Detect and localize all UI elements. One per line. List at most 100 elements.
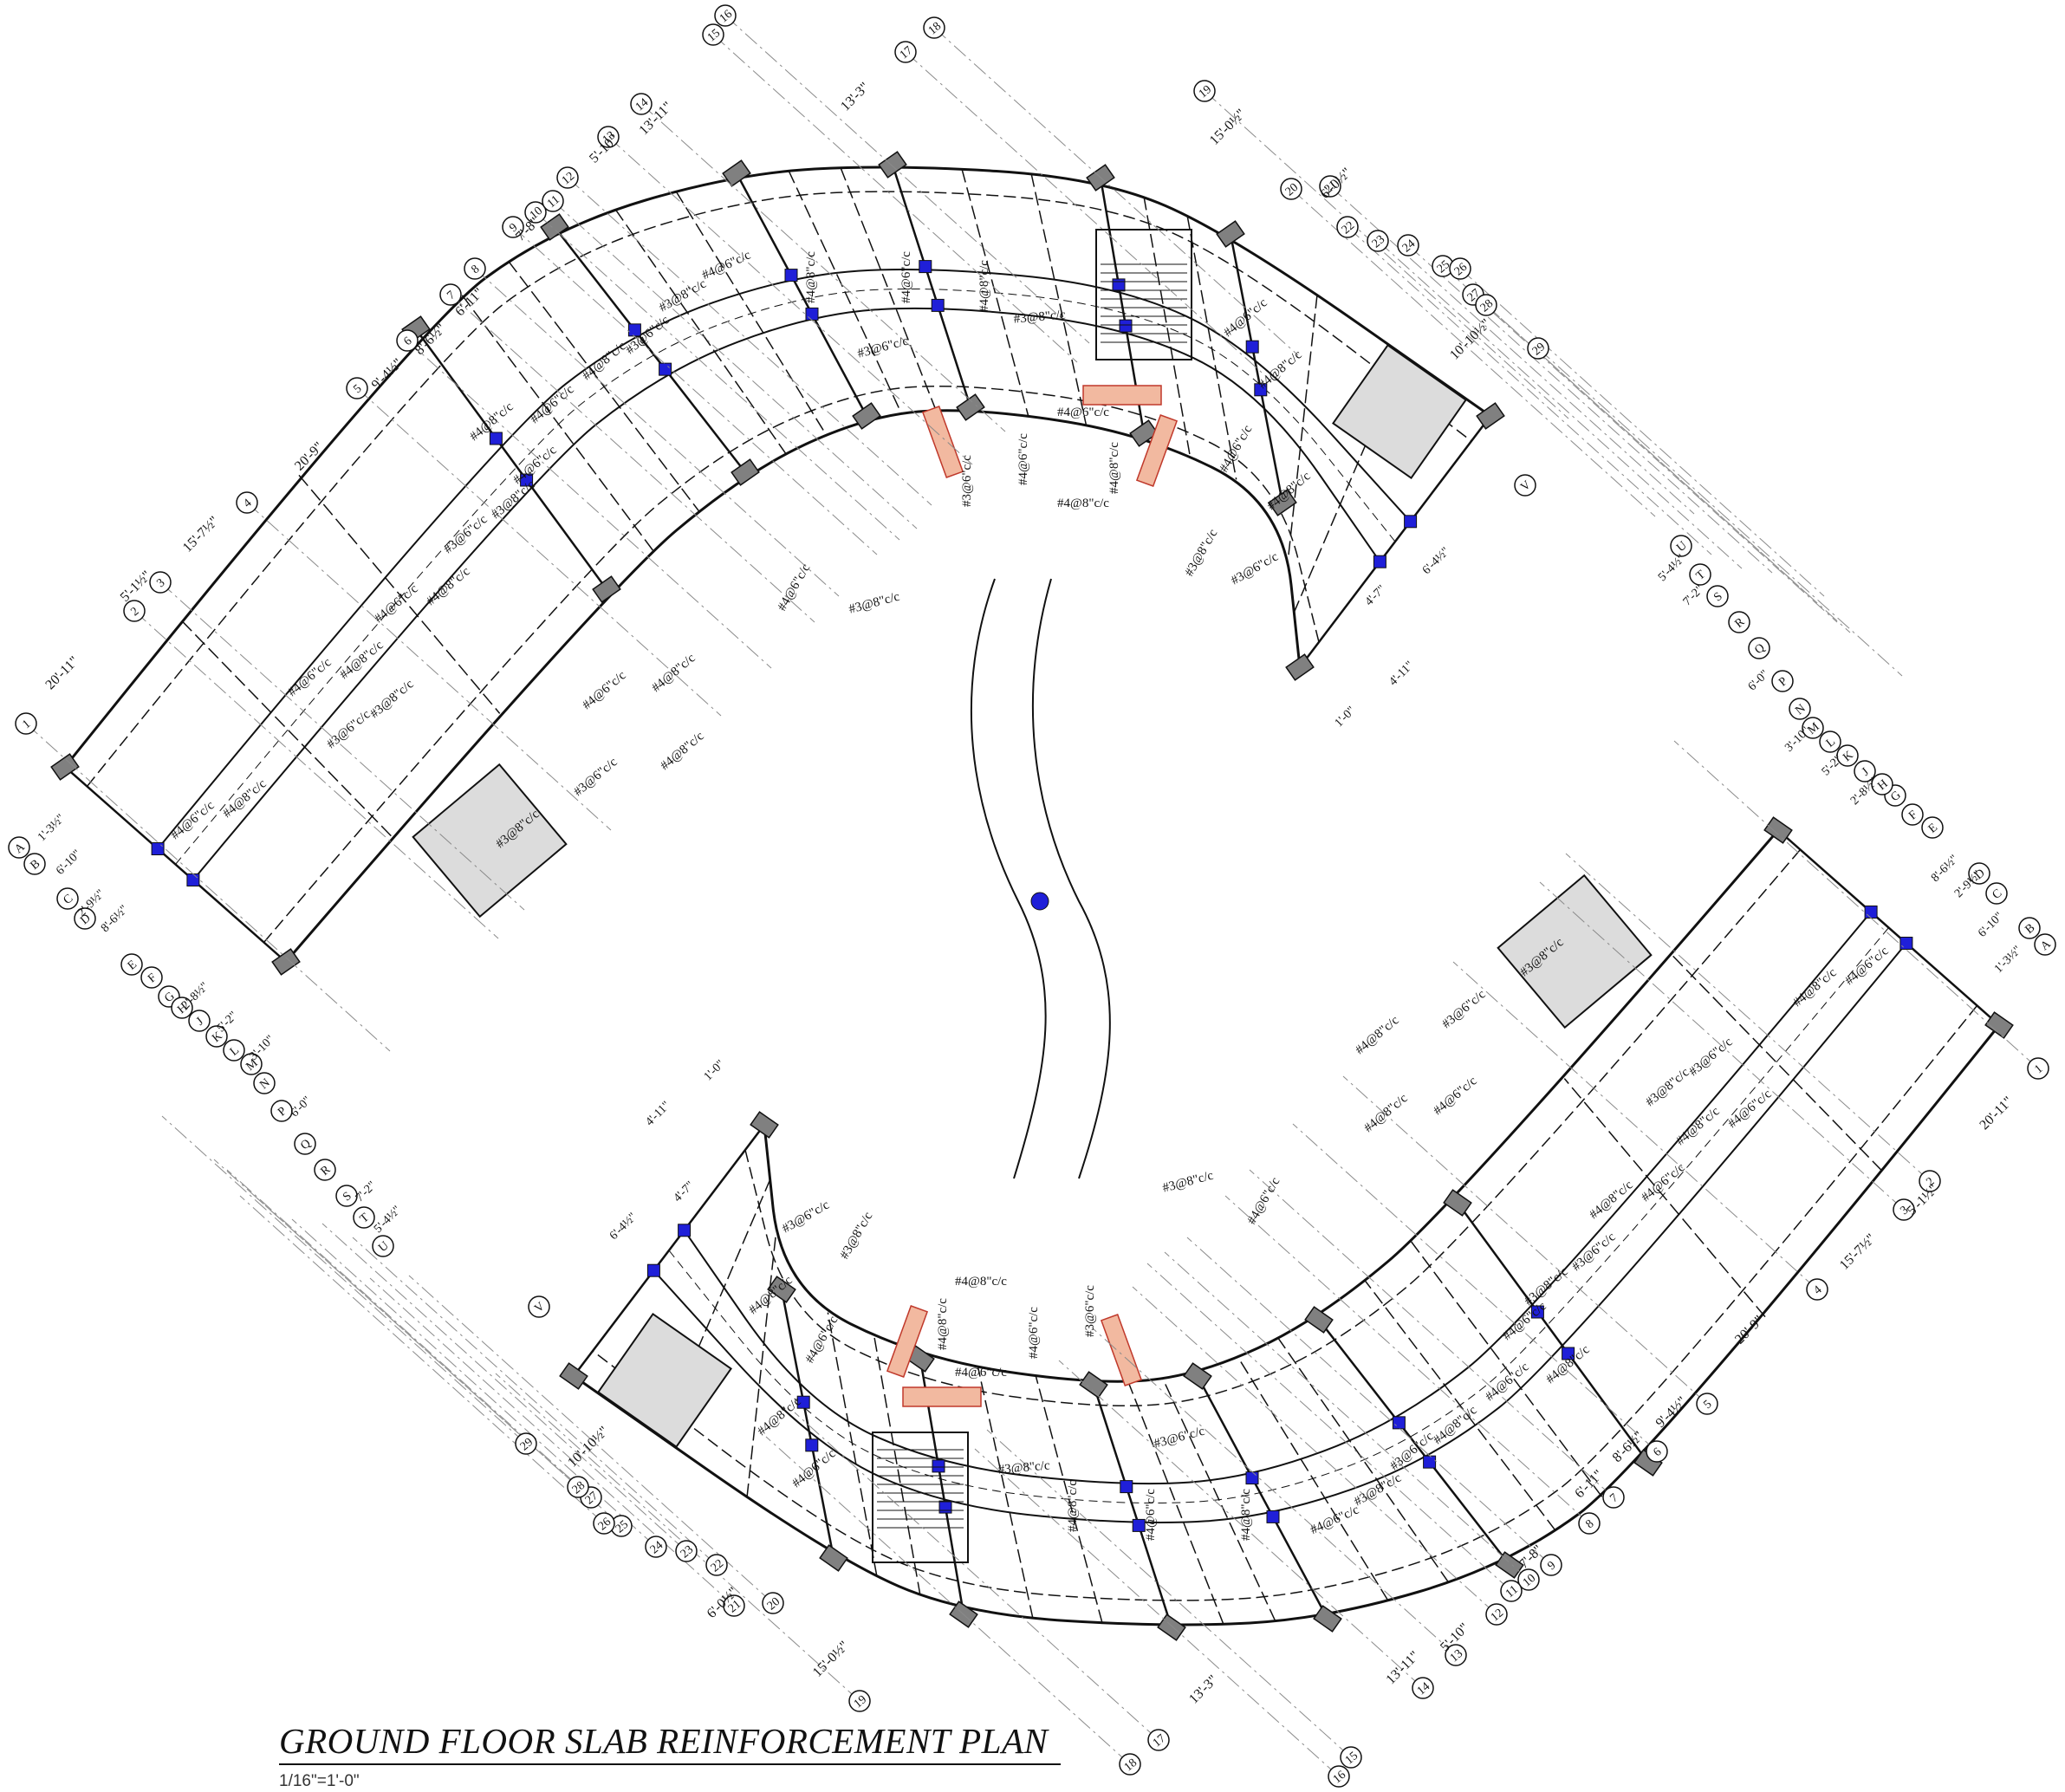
- rebar-label: #4@8"c/c: [804, 251, 818, 303]
- secondary-beam: [1186, 215, 1237, 480]
- stair-outline: [1095, 229, 1192, 360]
- rebar-label: #4@8"c/c: [580, 339, 628, 383]
- small-column: [931, 298, 945, 312]
- grid-bubble: [1500, 1580, 1523, 1602]
- grid-line: [724, 15, 1090, 344]
- grid-bubble: [120, 953, 143, 976]
- dimension-label: 4'-11": [1386, 659, 1416, 688]
- secondary-beam: [1143, 196, 1192, 457]
- rebar-label: #3@8"c/c: [1161, 1169, 1215, 1196]
- beam-line: [86, 191, 1472, 787]
- secondary-beam: [1277, 1338, 1450, 1584]
- rebar-label: #3@6"c/c: [1083, 1285, 1097, 1337]
- wing-outer-wall: [63, 166, 1491, 768]
- grid-bubble: [439, 283, 462, 306]
- rebar-label: #4@6"c/c: [955, 1366, 1007, 1380]
- dimension-label: 6'-0": [289, 1094, 315, 1120]
- small-column: [1132, 1518, 1146, 1532]
- transverse-beam: [554, 226, 746, 473]
- small-column: [919, 260, 932, 274]
- secondary-beam: [1035, 1375, 1103, 1624]
- rebar-label: #3@8"c/c: [838, 1210, 876, 1262]
- grid-bubble: [15, 712, 37, 735]
- shear-wall: [1100, 1314, 1143, 1386]
- grid-bubble: [597, 126, 620, 148]
- grid-bubble: [2018, 917, 2041, 939]
- grid-bubble: [23, 853, 46, 875]
- grid-line: [765, 1436, 1131, 1765]
- grid-bubble: [188, 1010, 211, 1032]
- secondary-beam: [1162, 1379, 1276, 1622]
- secondary-beam: [873, 1335, 921, 1596]
- secondary-beam: [508, 260, 700, 512]
- rebar-label: #4@6"c/c: [803, 1314, 841, 1366]
- column: [559, 1362, 588, 1390]
- grid-line: [712, 34, 1078, 363]
- rebar-label: #4@6"c/c: [580, 668, 628, 712]
- staircase: [872, 1432, 969, 1563]
- secondary-beam: [461, 295, 653, 551]
- rebar-label: #3@8"c/c: [1522, 1264, 1570, 1308]
- beam-line: [744, 849, 1802, 1407]
- dimension-label: 2'-8½": [179, 980, 211, 1012]
- grid-line: [1377, 240, 1743, 569]
- secondary-beam: [961, 168, 1029, 417]
- wing-inner-wall: [763, 829, 1780, 1383]
- grid-bubble: [1985, 882, 2008, 905]
- grid-line: [1329, 185, 1695, 515]
- column: [878, 151, 907, 179]
- grid-bubble: [1336, 216, 1359, 238]
- corridor-line: [157, 269, 1412, 850]
- grid-bubble: [171, 997, 193, 1019]
- grid-bubble: [1696, 1393, 1718, 1415]
- grid-bubble: [567, 1476, 589, 1498]
- wing-inner-wall: [284, 409, 1302, 963]
- rebar-label: #4@8"c/c: [1361, 1091, 1410, 1135]
- grid-line: [933, 27, 1299, 356]
- secondary-beam: [675, 191, 827, 436]
- grid-bubble: [1919, 1170, 1941, 1192]
- central-curved-corridor: [970, 578, 1111, 1179]
- grid-bubble: [1901, 803, 1924, 826]
- column: [1079, 1371, 1108, 1399]
- grid-line: [133, 610, 499, 939]
- grid-bubble: [294, 1133, 316, 1155]
- grid-bubble: [140, 966, 163, 989]
- rebar-label: #3@8"c/c: [1352, 1471, 1404, 1509]
- grid-bubble: [1921, 816, 1944, 839]
- grid-bubble: [1748, 637, 1770, 659]
- grid-bubble: [1689, 563, 1711, 586]
- column: [1183, 1362, 1212, 1390]
- rebar-label: #3@6"c/c: [1686, 1035, 1735, 1079]
- rebar-label: #3@6"c/c: [441, 512, 490, 556]
- small-column: [678, 1224, 692, 1237]
- grid-line: [239, 1195, 605, 1524]
- grid-bubble: [675, 1540, 698, 1562]
- grid-bubble: [1147, 1729, 1170, 1751]
- grid-line: [25, 723, 391, 1052]
- lower-wing: [559, 816, 2014, 1641]
- column: [540, 213, 569, 241]
- column: [1313, 1605, 1342, 1633]
- grid-line: [1347, 226, 1712, 555]
- corridor-line: [683, 911, 1872, 1485]
- grid-bubble: [1728, 611, 1750, 633]
- grid-bubble: [236, 491, 258, 514]
- rebar-label: #3@8"c/c: [1643, 1065, 1692, 1109]
- dimension-label: 5'-1½": [118, 568, 154, 605]
- small-column: [1112, 278, 1126, 292]
- shear-wall: [921, 406, 964, 478]
- dimension-label: 20'-11": [1977, 1094, 2016, 1133]
- grid-bubble: [8, 836, 30, 859]
- grid-bubble: [2027, 1057, 2049, 1080]
- grid-bubble: [240, 1053, 263, 1075]
- grid-bubble: [1706, 585, 1729, 607]
- transverse-beam: [414, 328, 608, 590]
- grid-bubble: [1514, 474, 1536, 497]
- small-column: [796, 1395, 810, 1409]
- corridor-line: [668, 927, 1889, 1504]
- rebar-label: #4@6"c/c: [700, 248, 753, 282]
- secondary-beam: [746, 1234, 777, 1498]
- grid-line: [246, 502, 612, 831]
